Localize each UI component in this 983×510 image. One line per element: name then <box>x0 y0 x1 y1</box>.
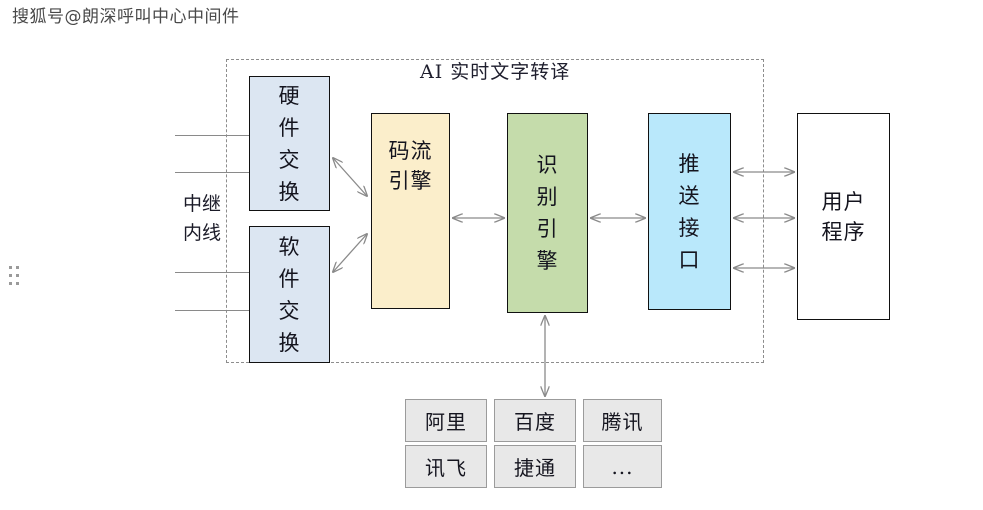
node-stream-engine-label: 码流 引擎 <box>388 139 433 193</box>
node-recognition-engine[interactable]: 识 别 引 擎 <box>507 113 588 313</box>
vendor-chip-jietong[interactable]: 捷通 <box>494 445 576 488</box>
diagram-title: AI 实时文字转译 <box>420 61 571 83</box>
node-software-switch-label: 软 件 交 换 <box>278 234 301 355</box>
trunk-line-4 <box>175 310 250 311</box>
node-hardware-switch[interactable]: 硬 件 交 换 <box>249 76 330 211</box>
node-recognition-engine-label: 识 别 引 擎 <box>536 153 559 273</box>
trunk-line-3 <box>175 272 250 273</box>
node-stream-engine[interactable]: 码流 引擎 <box>371 113 450 309</box>
trunk-line-2 <box>175 172 250 173</box>
node-user-program-label: 用户 程序 <box>821 189 866 244</box>
trunk-line-label: 中继 内线 <box>182 193 221 244</box>
node-user-program[interactable]: 用户 程序 <box>797 113 890 320</box>
vendor-chip-ali[interactable]: 阿里 <box>405 399 487 442</box>
node-push-interface[interactable]: 推 送 接 口 <box>648 113 731 310</box>
vendor-chip-baidu-label: 百度 <box>514 410 556 434</box>
vendor-chip-more[interactable]: ... <box>583 445 662 488</box>
watermark-text: 搜狐号@朗深呼叫中心中间件 <box>12 7 240 27</box>
vendor-chip-tencent-label: 腾讯 <box>601 410 644 434</box>
vendor-chip-jietong-label: 捷通 <box>514 456 556 480</box>
drag-handle-icon[interactable] <box>9 266 21 292</box>
vendor-chip-xunfei-label: 讯飞 <box>425 456 467 480</box>
vendor-chip-baidu[interactable]: 百度 <box>494 399 576 442</box>
vendor-chip-xunfei[interactable]: 讯飞 <box>405 445 487 488</box>
vendor-chip-ali-label: 阿里 <box>425 410 467 434</box>
node-hardware-switch-label: 硬 件 交 换 <box>278 83 301 204</box>
node-software-switch[interactable]: 软 件 交 换 <box>249 226 330 363</box>
node-push-interface-label: 推 送 接 口 <box>678 151 701 272</box>
vendor-chip-more-label: ... <box>611 454 634 479</box>
system-boundary-dashed-box <box>226 59 764 363</box>
vendor-chip-tencent[interactable]: 腾讯 <box>583 399 662 442</box>
trunk-line-1 <box>175 135 250 136</box>
